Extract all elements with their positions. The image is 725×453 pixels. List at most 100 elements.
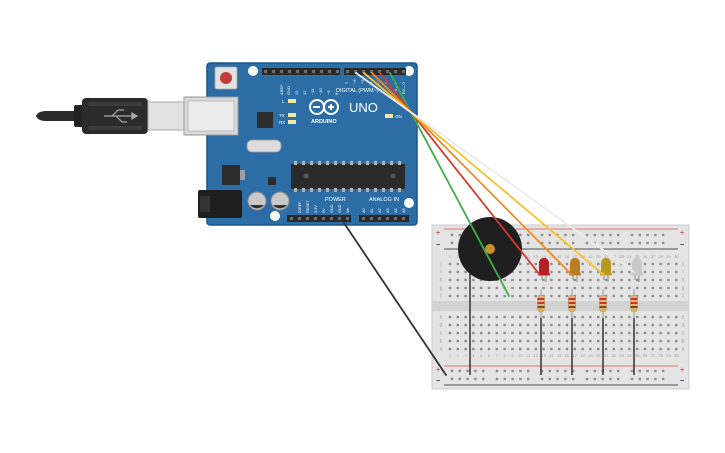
breadboard-hole[interactable] [628,262,631,266]
breadboard-hole[interactable] [572,241,575,245]
breadboard-hole[interactable] [542,347,545,351]
breadboard-hole[interactable] [542,278,545,282]
breadboard-hole[interactable] [519,331,522,335]
breadboard-hole[interactable] [565,270,569,274]
breadboard-hole[interactable] [550,331,553,335]
breadboard-hole[interactable] [651,286,654,290]
breadboard-hole[interactable] [480,286,483,290]
breadboard-hole[interactable] [487,339,491,343]
breadboard-hole[interactable] [585,233,589,237]
breadboard-hole[interactable] [581,294,584,298]
breadboard-hole[interactable] [503,331,506,335]
breadboard-hole[interactable] [519,339,522,343]
breadboard-hole[interactable] [589,270,592,274]
breadboard-hole[interactable] [667,315,670,319]
breadboard-hole[interactable] [464,323,467,327]
breadboard-hole[interactable] [482,369,485,373]
breadboard-hole[interactable] [601,377,604,381]
breadboard-hole[interactable] [527,233,530,237]
breadboard-hole[interactable] [597,347,600,351]
led-body[interactable] [570,258,580,275]
breadboard-hole[interactable] [604,315,608,319]
breadboard-hole[interactable] [487,315,491,319]
breadboard-hole[interactable] [597,331,600,335]
breadboard-hole[interactable] [597,339,600,343]
breadboard-hole[interactable] [540,233,544,237]
breadboard-hole[interactable] [527,369,530,373]
breadboard-hole[interactable] [581,331,584,335]
breadboard-hole[interactable] [646,369,649,373]
breadboard-hole[interactable] [558,270,561,274]
breadboard-hole[interactable] [534,339,537,343]
breadboard-hole[interactable] [540,369,544,373]
breadboard-hole[interactable] [526,339,530,343]
breadboard-hole[interactable] [450,377,454,381]
breadboard-hole[interactable] [601,233,604,237]
breadboard-hole[interactable] [534,286,537,290]
breadboard-hole[interactable] [628,323,631,327]
breadboard-hole[interactable] [540,241,544,245]
breadboard-hole[interactable] [651,315,654,319]
breadboard-hole[interactable] [511,369,514,373]
breadboard-hole[interactable] [651,270,654,274]
breadboard-hole[interactable] [542,286,545,290]
breadboard-hole[interactable] [542,339,545,343]
breadboard-hole[interactable] [558,286,561,290]
breadboard-hole[interactable] [511,347,514,351]
breadboard-hole[interactable] [612,278,615,282]
breadboard-hole[interactable] [472,339,475,343]
breadboard-hole[interactable] [565,331,569,335]
breadboard-hole[interactable] [617,233,620,237]
breadboard-hole[interactable] [612,294,615,298]
breadboard-hole[interactable] [643,270,647,274]
breadboard-hole[interactable] [585,241,589,245]
breadboard-hole[interactable] [604,286,608,290]
breadboard-hole[interactable] [464,286,467,290]
breadboard-hole[interactable] [550,286,553,290]
led-body[interactable] [601,258,611,275]
breadboard-hole[interactable] [565,286,569,290]
breadboard-hole[interactable] [604,339,608,343]
breadboard-hole[interactable] [643,294,647,298]
breadboard-hole[interactable] [646,241,649,245]
led-body[interactable] [632,258,642,275]
breadboard-hole[interactable] [638,233,641,237]
breadboard-hole[interactable] [456,339,459,343]
breadboard-hole[interactable] [651,339,654,343]
breadboard-hole[interactable] [448,294,452,298]
breadboard-hole[interactable] [519,233,522,237]
breadboard-hole[interactable] [593,377,596,381]
breadboard-hole[interactable] [609,233,612,237]
breadboard-hole[interactable] [565,294,569,298]
breadboard-hole[interactable] [662,241,665,245]
breadboard-hole[interactable] [564,377,567,381]
breadboard-hole[interactable] [659,286,662,290]
breadboard-hole[interactable] [448,323,452,327]
breadboard-hole[interactable] [643,339,647,343]
breadboard-hole[interactable] [487,294,491,298]
led-yellow[interactable] [600,258,612,282]
breadboard-hole[interactable] [675,315,678,319]
led-white[interactable] [631,258,643,282]
breadboard-hole[interactable] [581,339,584,343]
breadboard-hole[interactable] [466,377,469,381]
breadboard-hole[interactable] [573,286,576,290]
breadboard-hole[interactable] [581,262,584,266]
breadboard-hole[interactable] [495,286,498,290]
breadboard-hole[interactable] [573,315,576,319]
breadboard-hole[interactable] [556,377,559,381]
breadboard-hole[interactable] [573,323,576,327]
breadboard-hole[interactable] [612,286,615,290]
breadboard-hole[interactable] [604,331,608,335]
breadboard-hole[interactable] [667,286,670,290]
breadboard-hole[interactable] [604,278,608,282]
breadboard-hole[interactable] [466,369,469,373]
breadboard-hole[interactable] [651,347,654,351]
breadboard-hole[interactable] [612,331,615,335]
breadboard-hole[interactable] [659,323,662,327]
breadboard-hole[interactable] [519,377,522,381]
breadboard-hole[interactable] [456,262,459,266]
breadboard-hole[interactable] [589,347,592,351]
breadboard-hole[interactable] [526,294,530,298]
breadboard-hole[interactable] [628,270,631,274]
